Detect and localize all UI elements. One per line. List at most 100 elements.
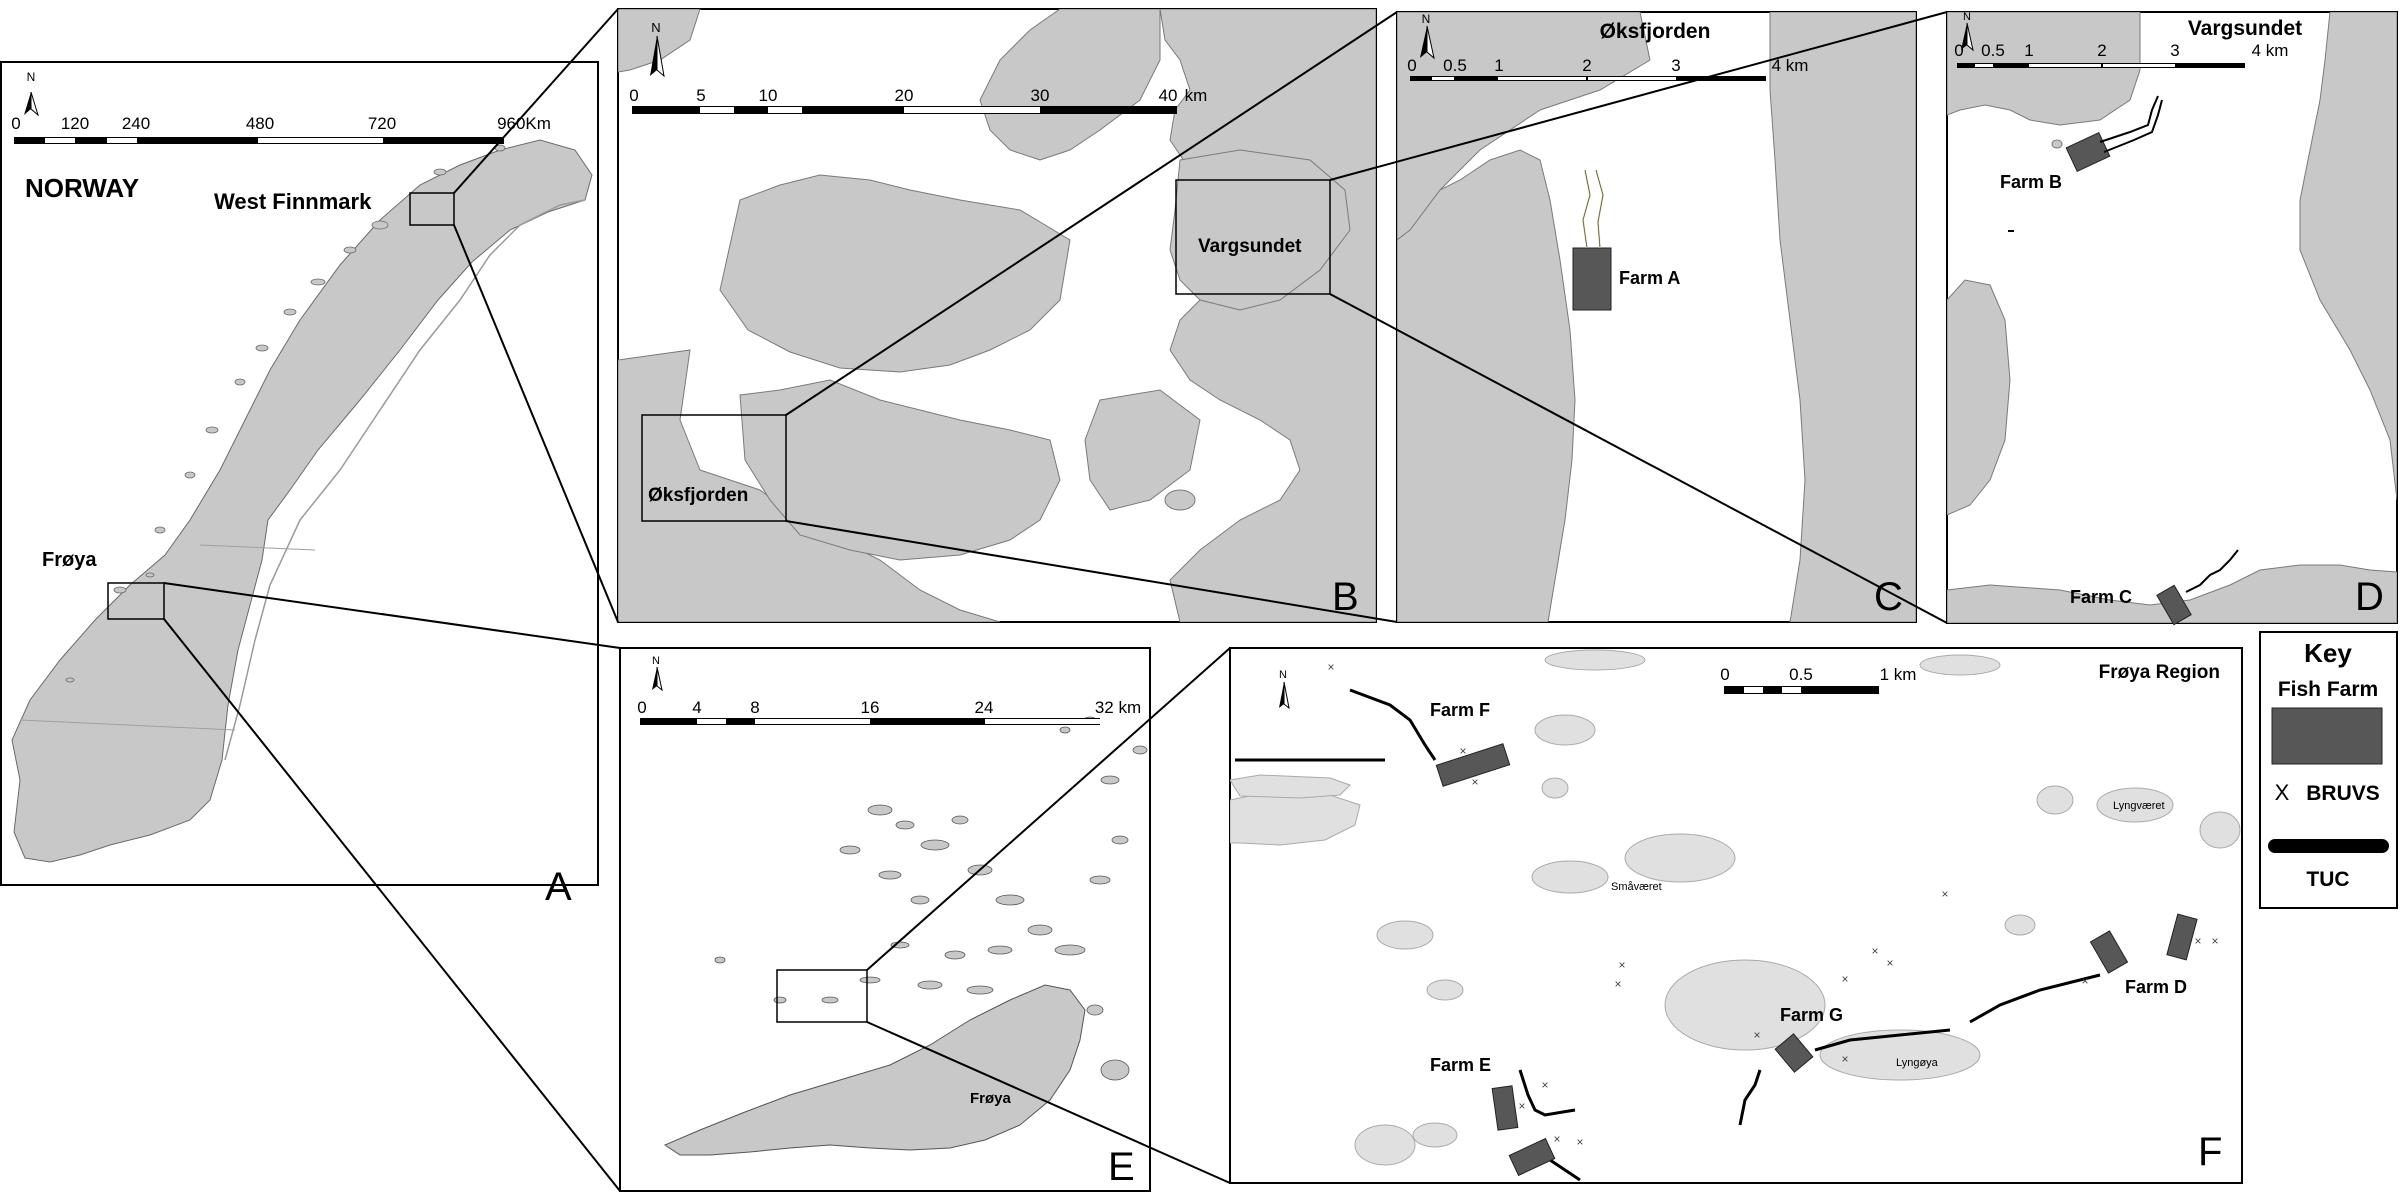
- svg-text:N: N: [1279, 669, 1287, 681]
- north-arrow: N: [650, 20, 665, 78]
- svg-text:4 km: 4 km: [1772, 56, 1809, 75]
- scale-tick-labels: 0 0.5 1 2 3 4 km: [1954, 41, 2288, 60]
- north-arrow: N: [24, 70, 39, 117]
- froya-island-label: Frøya: [970, 1090, 1012, 1107]
- froya-island: [663, 984, 1086, 1156]
- panel-f: Lyngværet Småværet Lyngøya × × × × ×: [1229, 647, 2243, 1184]
- oksfjorden-label: Øksfjorden: [648, 485, 748, 506]
- svg-text:2: 2: [1582, 56, 1591, 75]
- scale-tick-labels: 0 120 240 480 720 960Km: [11, 114, 551, 133]
- svg-text:720: 720: [368, 114, 396, 133]
- key-fish-farm-swatch: [2271, 707, 2383, 765]
- svg-text:0: 0: [1720, 665, 1729, 684]
- svg-text:×: ×: [1614, 977, 1621, 991]
- svg-text:Småværet: Småværet: [1611, 881, 1662, 893]
- svg-text:×: ×: [2211, 934, 2218, 948]
- key-bruvs-marker: X: [2275, 780, 2290, 805]
- farm-f-label: Farm F: [1430, 700, 1490, 720]
- inset-connector-lines: [163, 8, 1948, 1192]
- panel-f-title: Frøya Region: [2099, 662, 2220, 683]
- svg-text:×: ×: [1553, 1132, 1560, 1146]
- svg-text:0.5: 0.5: [1981, 41, 2005, 60]
- west-shore: [1947, 279, 2011, 516]
- svg-text:×: ×: [1841, 972, 1848, 986]
- east-shore: [2299, 12, 2397, 501]
- west-shore: [1397, 149, 1576, 622]
- svg-text:0: 0: [637, 698, 646, 717]
- inset-box-west-finnmark: [409, 192, 455, 226]
- svg-text:1: 1: [1494, 56, 1503, 75]
- scale-bar: 0 120 240 480 720 960Km: [11, 114, 551, 144]
- svg-text:8: 8: [750, 698, 759, 717]
- scale-tick-labels: 0 0.5 1 km: [1720, 665, 1916, 684]
- scale-bar: 0 0.5 1 2 3 4 km: [1954, 41, 2288, 68]
- panel-letter-e: E: [1108, 1145, 1135, 1189]
- tuc-farm-c: [2185, 549, 2239, 593]
- svg-text:×: ×: [2081, 974, 2088, 988]
- inset-box-froya: [107, 582, 165, 620]
- bruvs-markers: × × × × × × × × × × × × × × × × × ×: [1327, 660, 2218, 1149]
- north-landmass: [979, 9, 1161, 161]
- panel-d-title: Vargsundet: [2188, 17, 2302, 40]
- tuc-tracks: [1235, 688, 2101, 1182]
- farm-b: [2065, 131, 2111, 173]
- svg-text:×: ×: [1886, 956, 1893, 970]
- inset-box-oksfjorden: [641, 414, 787, 522]
- panel-letter-a: A: [545, 865, 572, 909]
- key-frame: [2259, 631, 2398, 909]
- svg-text:0: 0: [1954, 41, 1963, 60]
- coastal-islands: [65, 144, 506, 683]
- svg-text:×: ×: [1459, 744, 1466, 758]
- svg-text:1: 1: [2024, 41, 2033, 60]
- svg-text:N: N: [652, 655, 660, 667]
- south-shore: [1947, 564, 2397, 623]
- svg-text:×: ×: [1327, 660, 1334, 674]
- panel-b: N 0 5 10 20 30 40 km Vargsundet Øksfjord…: [617, 8, 1377, 623]
- svg-text:0.5: 0.5: [1789, 665, 1813, 684]
- panel-e-land: [663, 716, 1148, 1156]
- farm-e-north: [1491, 1085, 1519, 1131]
- svg-text:4: 4: [692, 698, 701, 717]
- sweden-border: [224, 199, 586, 761]
- svg-text:×: ×: [1871, 944, 1878, 958]
- svg-text:×: ×: [1576, 1135, 1583, 1149]
- panel-a: N 0 120 240 480 720 960Km NORWAY West Fi…: [0, 61, 599, 909]
- farm-c: [2156, 584, 2192, 626]
- svg-text:N: N: [651, 20, 660, 35]
- svg-text:3: 3: [2170, 41, 2179, 60]
- fish-farms: [1435, 743, 2198, 1177]
- svg-text:N: N: [1422, 12, 1431, 26]
- farm-e-label: Farm E: [1430, 1055, 1491, 1075]
- north-label: N: [27, 70, 36, 84]
- svg-text:4 km: 4 km: [2252, 41, 2289, 60]
- farm-a-label: Farm A: [1619, 268, 1680, 288]
- inset-box-froya-region: [776, 969, 868, 1023]
- svg-text:Lyngværet: Lyngværet: [2113, 800, 2165, 812]
- panel-c-title: Øksfjorden: [1600, 20, 1711, 43]
- svg-text:1 km: 1 km: [1880, 665, 1917, 684]
- svg-text:×: ×: [1841, 1052, 1848, 1066]
- panel-f-islets: [1230, 649, 2241, 1166]
- svg-text:480: 480: [246, 114, 274, 133]
- key-fish-farm-label: Fish Farm: [2278, 678, 2378, 701]
- farm-g: [1774, 1033, 1814, 1073]
- scale-bar: 0 0.5 1 km: [1720, 665, 1916, 694]
- svg-text:32 km: 32 km: [1095, 698, 1141, 717]
- internal-boundary: [19, 719, 236, 731]
- panel-letter-d: D: [2355, 575, 2384, 619]
- panel-e: N 0 4 8 16 24 32 km Frøya E: [619, 647, 1151, 1192]
- svg-text:30: 30: [1031, 86, 1050, 105]
- panel-c: N 0 0.5 1 2 3 4 km Øksfjorden Farm A C: [1396, 11, 1917, 623]
- svg-text:10: 10: [759, 86, 778, 105]
- scale-tick-labels: 0 5 10 20 30 40 km: [629, 86, 1207, 105]
- svg-text:240: 240: [122, 114, 150, 133]
- panel-d: N 0 0.5 1 2 3 4 km Vargsundet Farm B Far…: [1946, 11, 2398, 626]
- central-peninsula: [719, 174, 1071, 373]
- svg-text:Lyngøya: Lyngøya: [1896, 1057, 1939, 1069]
- svg-text:×: ×: [1941, 887, 1948, 901]
- norway-landmass: [11, 139, 593, 863]
- scale-tick-labels: 0 0.5 1 2 3 4 km: [1407, 56, 1808, 75]
- froya-label: Frøya: [42, 549, 97, 571]
- inset-box-vargsundet: [1175, 179, 1331, 295]
